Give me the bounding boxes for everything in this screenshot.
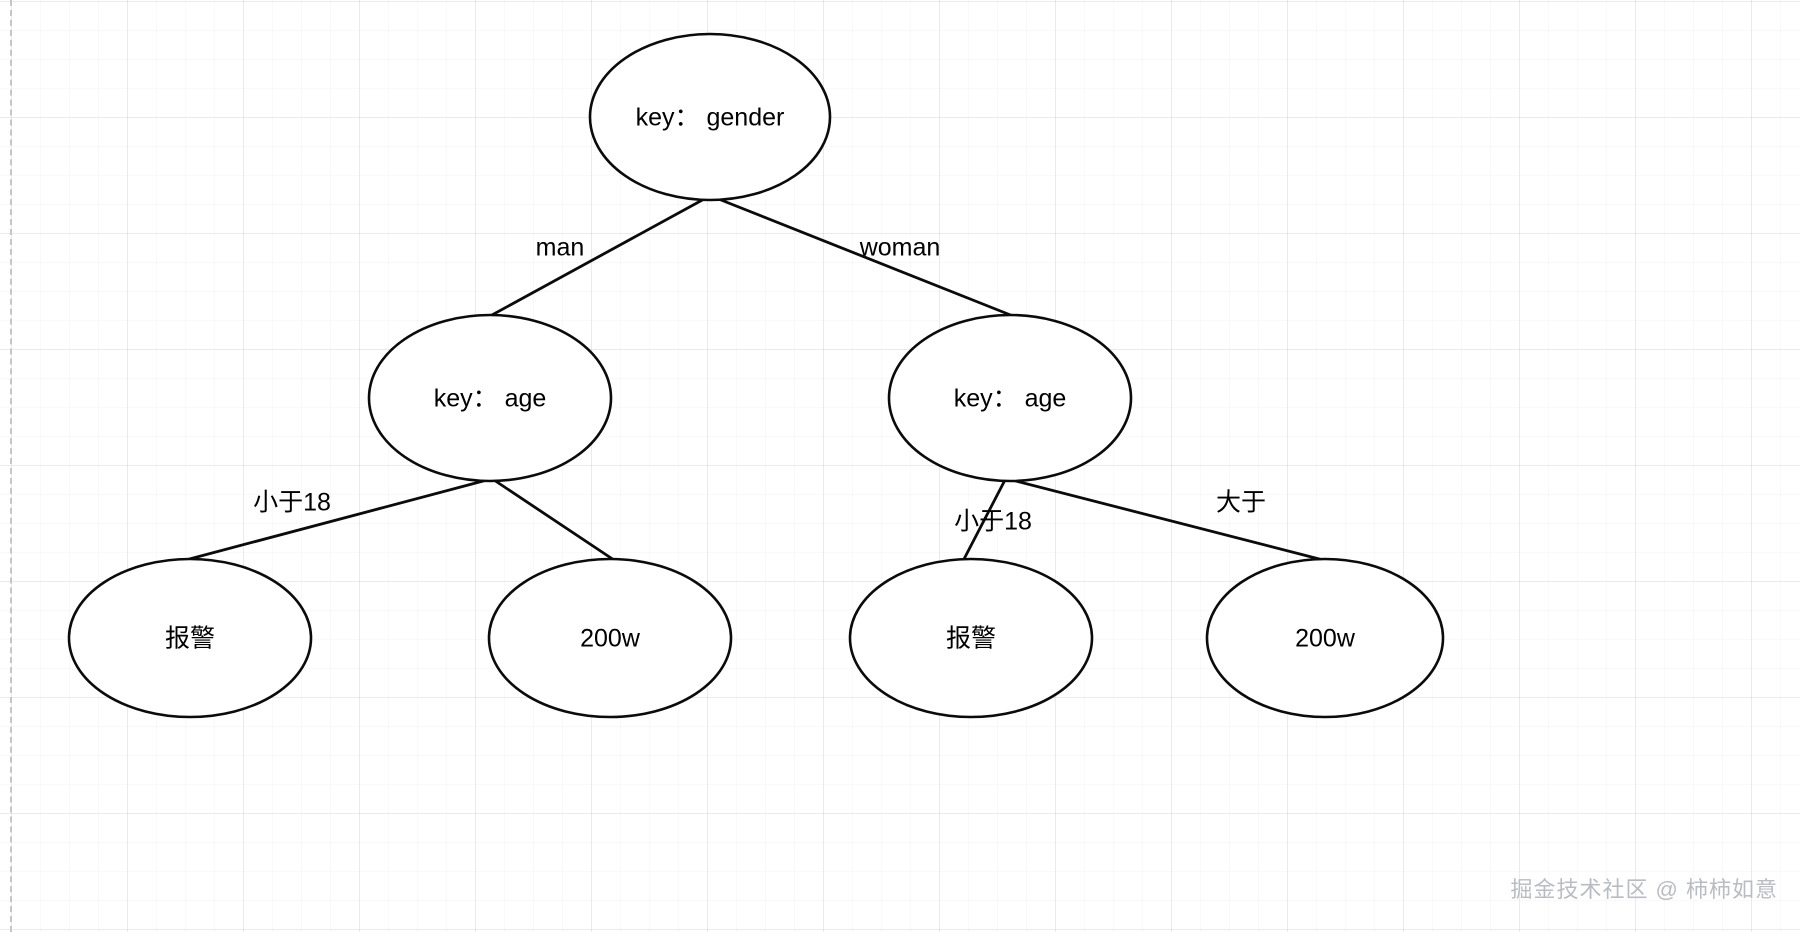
node-leaf-l1-ellipse [67, 557, 313, 719]
edge-root-to-left-age [490, 196, 708, 317]
node-leaf-l2-label: 200w [580, 625, 641, 653]
node-right-age-label: key： age [954, 385, 1067, 413]
node-leaf-l2-ellipse [487, 557, 733, 719]
node-leaf-l1[interactable]: 报警 [67, 557, 313, 719]
node-leaf-r2-label: 200w [1295, 625, 1356, 653]
node-left-age-ellipse [367, 313, 613, 483]
edge-label-right-lt18: 小于18 [954, 508, 1032, 536]
edge-left-age-to-leaf-l1 [180, 478, 489, 563]
edge-label-man: man [536, 234, 585, 262]
edge-root-to-right-age [714, 196, 1015, 318]
edges-group [180, 196, 1329, 563]
edge-right-age-to-leaf-r2 [1010, 478, 1329, 563]
edge-label-left-lt18: 小于18 [253, 489, 331, 517]
edge-label-woman: woman [859, 234, 941, 262]
node-leaf-r1-ellipse [848, 557, 1094, 719]
node-root-label: key： gender [636, 104, 785, 132]
node-right-age[interactable]: key： age [887, 313, 1133, 483]
edge-label-right-gt: 大于 [1216, 489, 1266, 517]
edge-labels-group: man woman 小于18 小于18 大于 [253, 234, 1266, 536]
edge-left-age-to-leaf-l2 [492, 478, 616, 562]
node-leaf-r1-label: 报警 [946, 625, 996, 653]
node-leaf-r1[interactable]: 报警 [848, 557, 1094, 719]
node-left-age[interactable]: key： age [367, 313, 613, 483]
edge-right-age-to-leaf-r1 [961, 478, 1007, 563]
node-leaf-l2[interactable]: 200w [487, 557, 733, 719]
watermark: 掘金技术社区 @ 柿柿如意 [1510, 877, 1778, 902]
node-leaf-r2-ellipse [1205, 557, 1445, 719]
node-left-age-label: key： age [434, 385, 547, 413]
node-leaf-r2[interactable]: 200w [1205, 557, 1445, 719]
node-root-ellipse [588, 32, 832, 202]
page-guide-line [10, 0, 12, 932]
node-leaf-l1-label: 报警 [165, 625, 215, 653]
node-right-age-ellipse [887, 313, 1133, 483]
node-root[interactable]: key： gender [588, 32, 832, 202]
